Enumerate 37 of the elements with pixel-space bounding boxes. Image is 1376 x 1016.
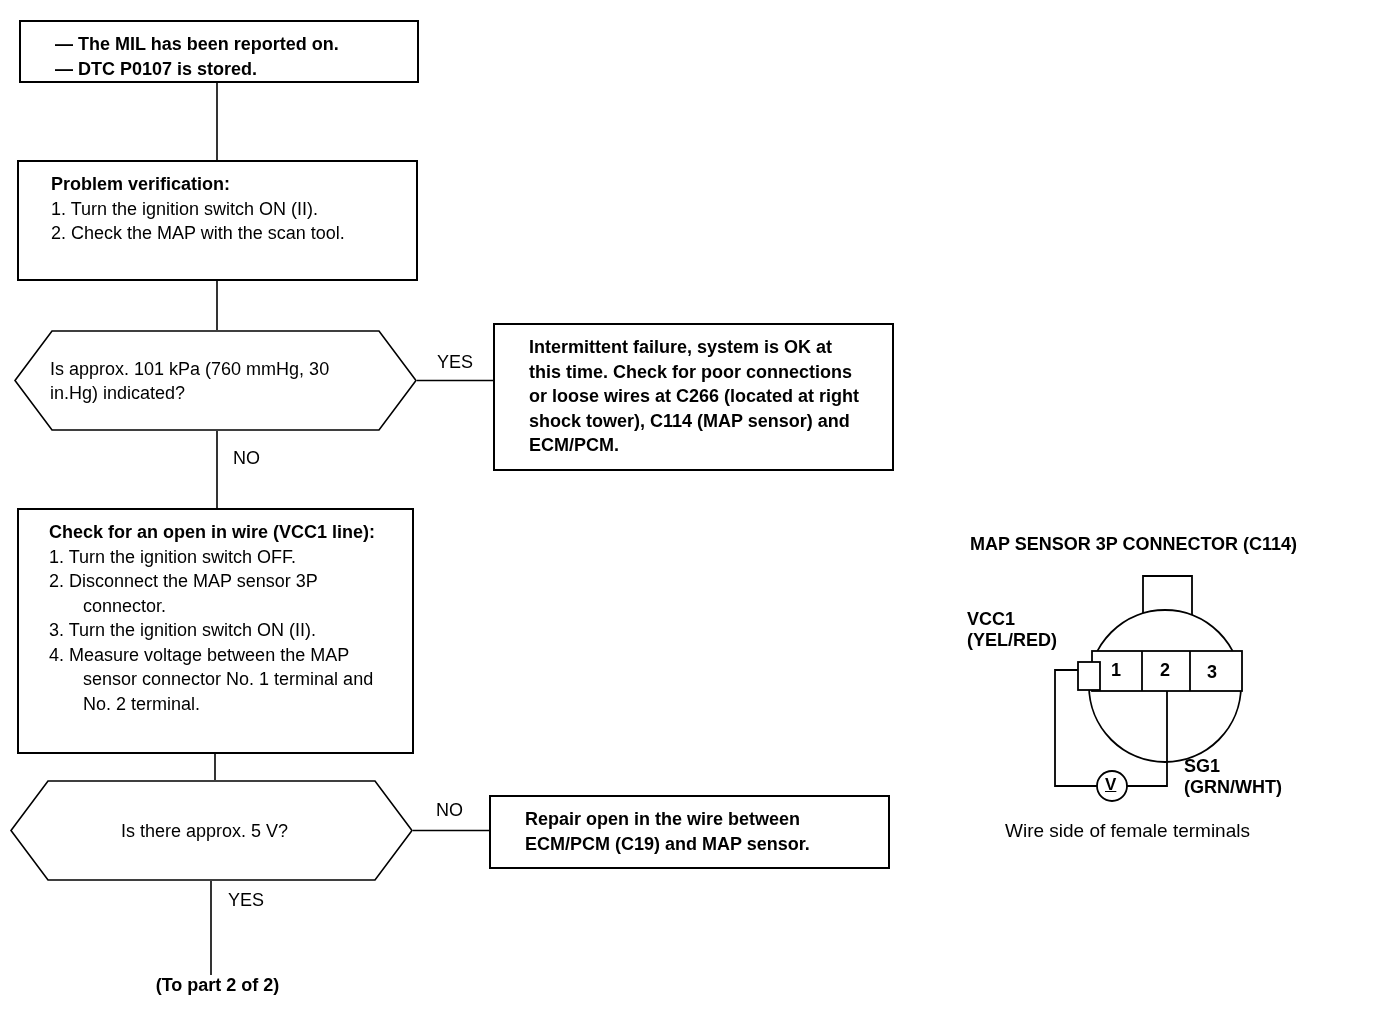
wire-label: VCC1 (YEL/RED) [967, 609, 1058, 651]
terminal-number: 2 [1160, 660, 1170, 681]
box-text: Intermittent failure, system is OK at this time. Check for poor connections or loose wires at C266 (located at right shock tower), C114 (MAP sensor) and ECM/PCM. [529, 336, 861, 457]
wire-label: SG1 (GRN/WHT) [1184, 756, 1283, 798]
decision-diamond [10, 780, 413, 881]
question-text: Is approx. 101 kPa (760 mmHg, 30 in.Hg) indicated? [50, 357, 331, 405]
connector-line [412, 829, 490, 832]
terminal-number: 3 [1207, 662, 1217, 683]
connector-line [214, 753, 216, 781]
connector-line [216, 430, 218, 509]
connector-line [210, 880, 212, 976]
meter-symbol: V [1105, 774, 1117, 795]
step-text: 4. Measure voltage between the MAP sensor connector No. 1 terminal and No. 2 terminal. [49, 643, 375, 716]
step-heading: Check for an open in wire (VCC1 line): [49, 521, 377, 544]
process-box [489, 795, 890, 869]
process-box [17, 160, 418, 281]
connector-line [216, 82, 218, 161]
process-box [17, 508, 414, 754]
box-text: — The MIL has been reported on. [55, 33, 340, 56]
step-text: 1. Turn the ignition switch OFF. [49, 545, 298, 569]
drawing-caption: Wire side of female terminals [1005, 820, 1250, 841]
connector-line [216, 280, 218, 331]
step-text: 3. Turn the ignition switch ON (II). [49, 619, 318, 642]
drawing-title: MAP SENSOR 3P CONNECTOR (C114) [970, 534, 1298, 555]
decision-diamond [14, 330, 417, 431]
step-text: 1. Turn the ignition switch ON (II). [51, 197, 320, 221]
step-text: 2. Check the MAP with the scan tool. [51, 222, 346, 245]
box-text: (To part 2 of 2) [154, 975, 281, 996]
step-heading: Problem verification: [51, 173, 232, 196]
process-box [493, 323, 894, 471]
box-text: — DTC P0107 is stored. [55, 57, 259, 81]
connector-line [416, 379, 494, 382]
terminal-number: 1 [1111, 660, 1121, 681]
step-text: 2. Disconnect the MAP sensor 3P connector. [49, 570, 319, 618]
process-box [19, 20, 419, 83]
question-text: Is there approx. 5 V? [119, 819, 290, 843]
box-text: Repair open in the wire between ECM/PCM (C19) and MAP sensor. [525, 808, 811, 856]
